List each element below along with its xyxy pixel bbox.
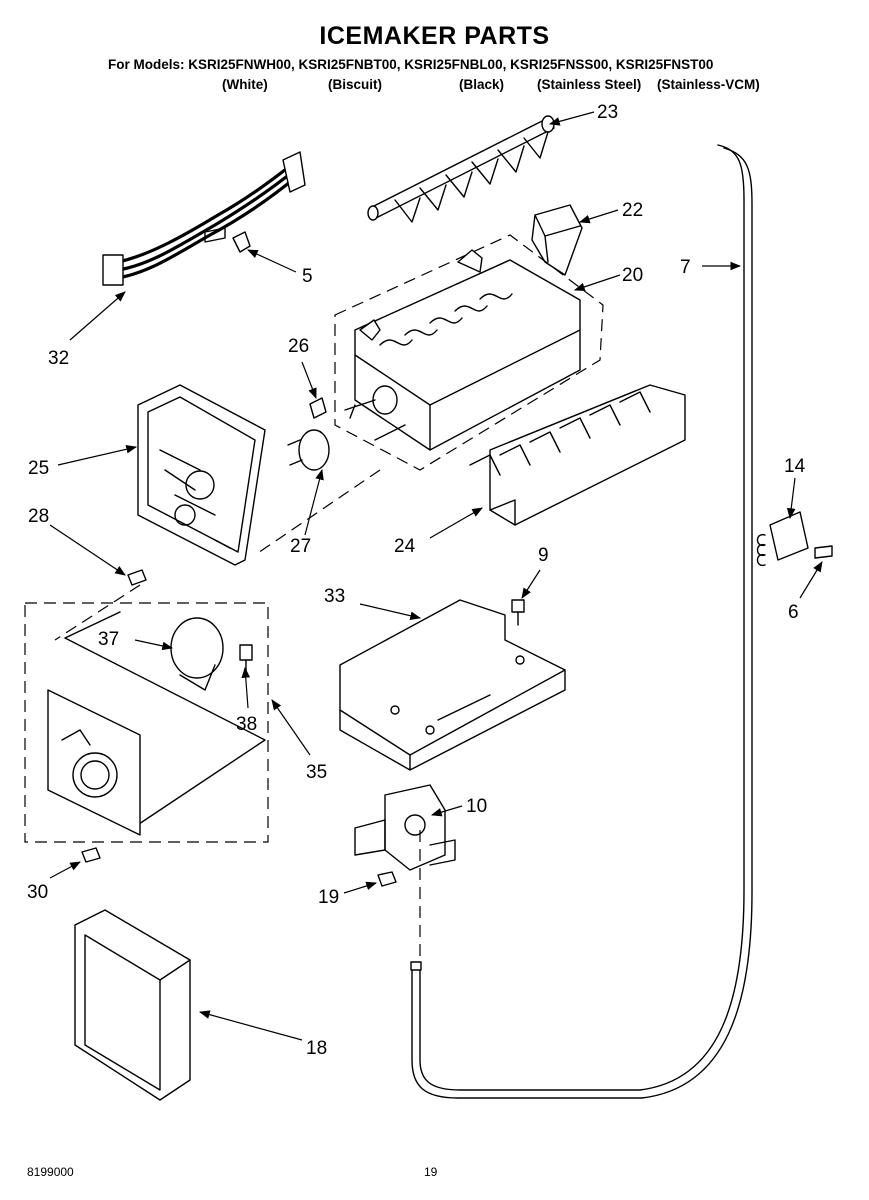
insulation-pad-18: [74, 909, 191, 1101]
color-stainless-steel: (Stainless Steel): [537, 77, 642, 92]
callout-25: 25: [28, 458, 49, 479]
callout-19: 19: [318, 887, 339, 908]
module-assembly-35: [24, 602, 269, 843]
page-title: ICEMAKER PARTS: [319, 22, 550, 50]
water-valve-10: [354, 784, 456, 871]
doc-number: 8199000: [27, 1165, 74, 1179]
screw-19: [377, 871, 397, 887]
motor-37: [170, 617, 224, 691]
color-white: (White): [222, 77, 268, 92]
callout-9: 9: [538, 545, 549, 566]
callout-32: 32: [48, 348, 69, 369]
callout-27: 27: [290, 536, 311, 557]
callout-35: 35: [306, 762, 327, 783]
ice-stripper-24: [469, 384, 686, 526]
callout-14: 14: [784, 456, 806, 477]
callout-20: 20: [622, 265, 643, 286]
models-line: For Models: KSRI25FNWH00, KSRI25FNBT00, …: [108, 57, 714, 72]
control-housing-25: [137, 384, 266, 566]
fill-cup-22: [531, 204, 583, 276]
clip-5: [232, 231, 251, 253]
clip-26: [309, 397, 327, 419]
thermostat-27: [287, 429, 330, 471]
color-black: (Black): [459, 77, 505, 92]
color-biscuit: (Biscuit): [328, 77, 382, 92]
callout-18: 18: [306, 1038, 327, 1059]
wiring-harness-32: [102, 151, 306, 286]
mold-20: [334, 234, 604, 471]
callout-5: 5: [302, 266, 313, 287]
callout-6: 6: [788, 602, 799, 623]
leader-lines: [49, 111, 823, 1041]
alignment-line-module: [54, 584, 141, 641]
screw-38: [239, 644, 253, 676]
ejector-shaft-23: [367, 115, 555, 223]
callout-24: 24: [394, 536, 416, 557]
cover-33: [339, 599, 566, 771]
callout-22: 22: [622, 200, 643, 221]
page-number: 19: [424, 1165, 438, 1179]
screw-28: [127, 569, 147, 586]
callout-10: 10: [466, 796, 487, 817]
callout-30: 30: [27, 882, 48, 903]
callout-26: 26: [288, 336, 309, 357]
screw-6: [814, 545, 833, 559]
color-stainless-vcm: (Stainless-VCM): [657, 77, 760, 92]
callout-7: 7: [680, 257, 691, 278]
callout-37: 37: [98, 629, 119, 650]
alignment-line-housing: [254, 469, 381, 556]
screw-30: [81, 847, 101, 863]
callout-33: 33: [324, 586, 345, 607]
fill-tube-7: [410, 144, 753, 1099]
screw-9: [511, 599, 525, 626]
clip-14: [756, 511, 809, 567]
callout-38: 38: [236, 714, 257, 735]
callout-23: 23: [597, 102, 618, 123]
callout-28: 28: [28, 506, 49, 527]
